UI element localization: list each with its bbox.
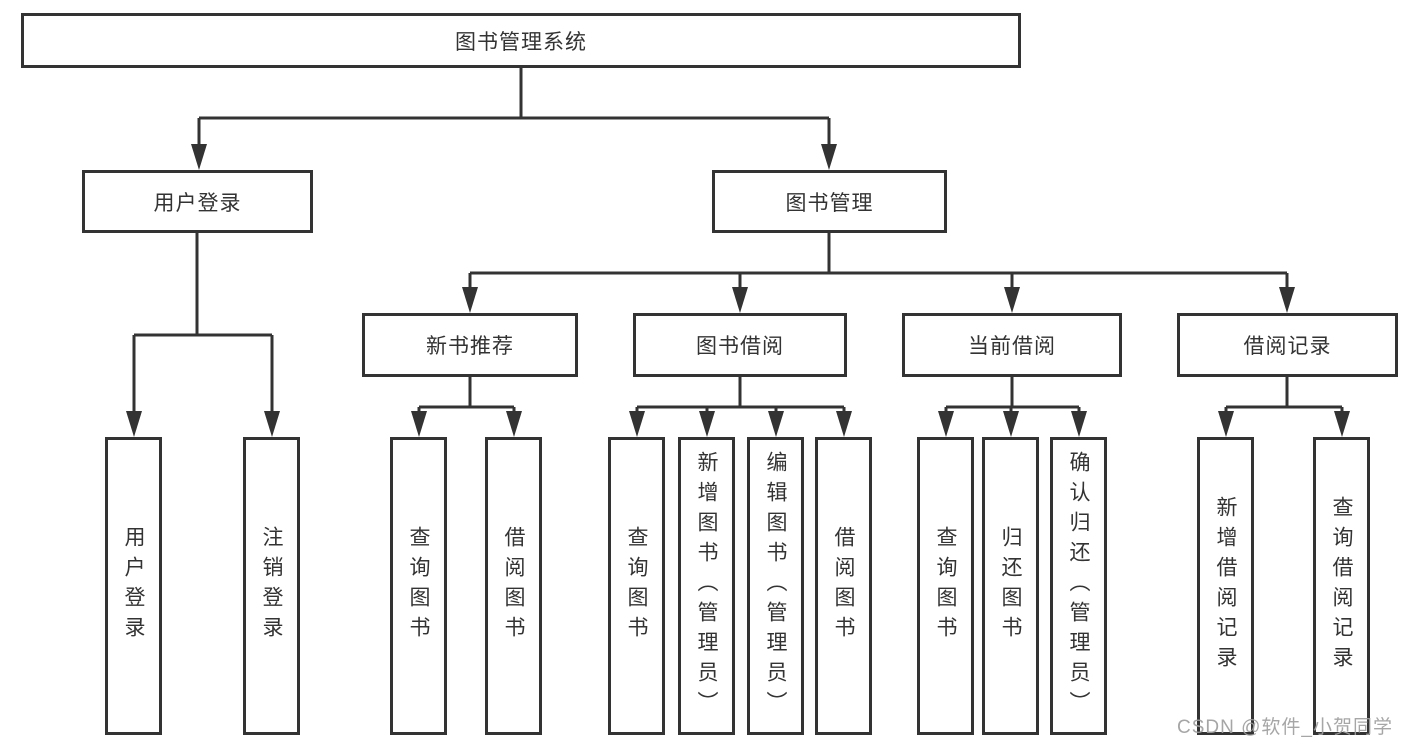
leaf-query-borrow-record: 查询借阅记录 [1313, 437, 1370, 735]
leaf-add-books-admin: 新增图书（管理员） [678, 437, 735, 735]
leaf-label: 查询图书 [407, 526, 430, 646]
node-label: 图书借阅 [696, 335, 784, 358]
leaf-label: 查询图书 [934, 526, 957, 646]
leaf-query-books-current: 查询图书 [917, 437, 974, 735]
leaf-add-borrow-record: 新增借阅记录 [1197, 437, 1254, 735]
node-label: 用户登录 [153, 191, 242, 215]
node-user-login: 用户登录 [82, 170, 313, 233]
node-current-borrowing: 当前借阅 [902, 313, 1122, 377]
leaf-label: 新增图书（管理员） [695, 451, 718, 721]
node-label: 新书推荐 [426, 335, 514, 358]
node-book-management: 图书管理 [712, 170, 947, 233]
leaf-label: 借阅图书 [502, 526, 525, 646]
leaf-confirm-return-admin: 确认归还（管理员） [1050, 437, 1107, 735]
leaf-logout: 注销登录 [243, 437, 300, 735]
node-label: 图书管理系统 [455, 30, 587, 54]
leaf-label: 查询图书 [625, 526, 648, 646]
leaf-label: 归还图书 [999, 526, 1022, 646]
node-label: 当前借阅 [968, 335, 1056, 358]
node-borrowing-records: 借阅记录 [1177, 313, 1398, 377]
node-label: 借阅记录 [1243, 335, 1332, 358]
leaf-label: 确认归还（管理员） [1067, 451, 1090, 721]
leaf-label: 用户登录 [122, 526, 145, 646]
leaf-edit-books-admin: 编辑图书（管理员） [747, 437, 804, 735]
leaf-user-login: 用户登录 [105, 437, 162, 735]
leaf-label: 查询借阅记录 [1330, 496, 1353, 676]
leaf-borrow-books: 借阅图书 [815, 437, 872, 735]
node-label: 图书管理 [785, 191, 874, 215]
leaf-label: 新增借阅记录 [1214, 496, 1237, 676]
leaf-label: 编辑图书（管理员） [764, 451, 787, 721]
leaf-borrow-books-recommend: 借阅图书 [485, 437, 542, 735]
node-library-system: 图书管理系统 [21, 13, 1021, 68]
leaf-label: 借阅图书 [832, 526, 855, 646]
leaf-label: 注销登录 [260, 526, 283, 646]
leaf-query-books-recommend: 查询图书 [390, 437, 447, 735]
node-new-book-recommend: 新书推荐 [362, 313, 578, 377]
node-book-borrowing: 图书借阅 [633, 313, 847, 377]
leaf-query-books-borrowing: 查询图书 [608, 437, 665, 735]
csdn-watermark: CSDN @软件_小贺同学 [1177, 717, 1393, 738]
leaf-return-books: 归还图书 [982, 437, 1039, 735]
